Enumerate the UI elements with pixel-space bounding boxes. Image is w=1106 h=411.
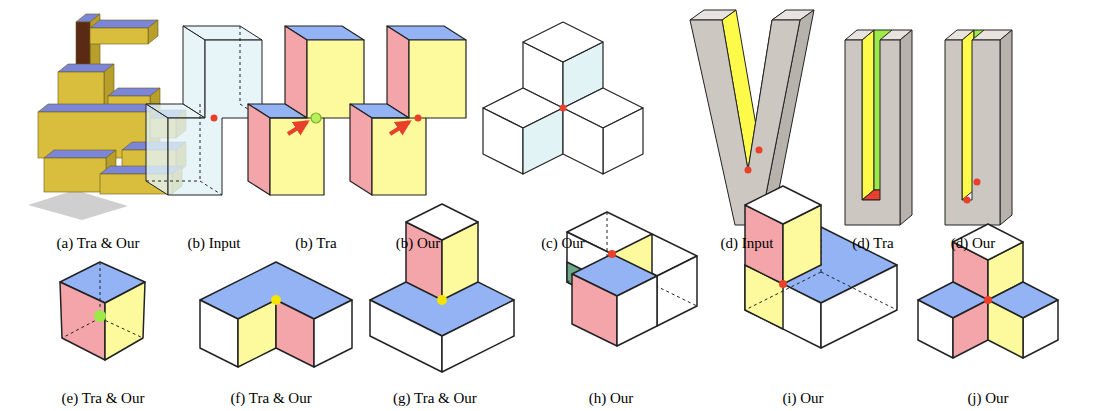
panel-caption: (f) Tra & Our: [230, 390, 311, 407]
l-block: [200, 262, 352, 367]
panel-caption: (i) Our: [782, 390, 823, 407]
panel-caption: (d) Our: [951, 235, 996, 252]
panel-caption: (b) Input: [188, 235, 241, 252]
panel-caption: (b) Our: [396, 235, 441, 252]
stair-tra: [248, 26, 364, 195]
block-cube: [370, 204, 514, 372]
stair-our: [350, 26, 466, 195]
three-cubes-j: [918, 224, 1058, 358]
three-cubes: [483, 22, 643, 174]
panel-caption: (j) Our: [967, 390, 1008, 407]
box-i: [745, 186, 897, 348]
stair-input: [146, 26, 262, 195]
box-h: [567, 212, 697, 346]
u-our: [945, 30, 1012, 225]
panel-caption: (b) Tra: [295, 235, 336, 252]
panel-caption: (d) Tra: [852, 235, 893, 252]
panel-caption: (g) Tra & Our: [393, 390, 477, 407]
panel-caption: (d) Input: [721, 235, 774, 252]
cube-e: [60, 262, 145, 360]
voxel-bunny: [28, 14, 186, 220]
panel-caption: (e) Tra & Our: [62, 390, 145, 407]
panel-caption: (h) Our: [589, 390, 634, 407]
u-tra: [845, 30, 912, 225]
panel-caption: (c) Our: [541, 235, 585, 252]
panel-caption: (a) Tra & Our: [57, 235, 140, 252]
